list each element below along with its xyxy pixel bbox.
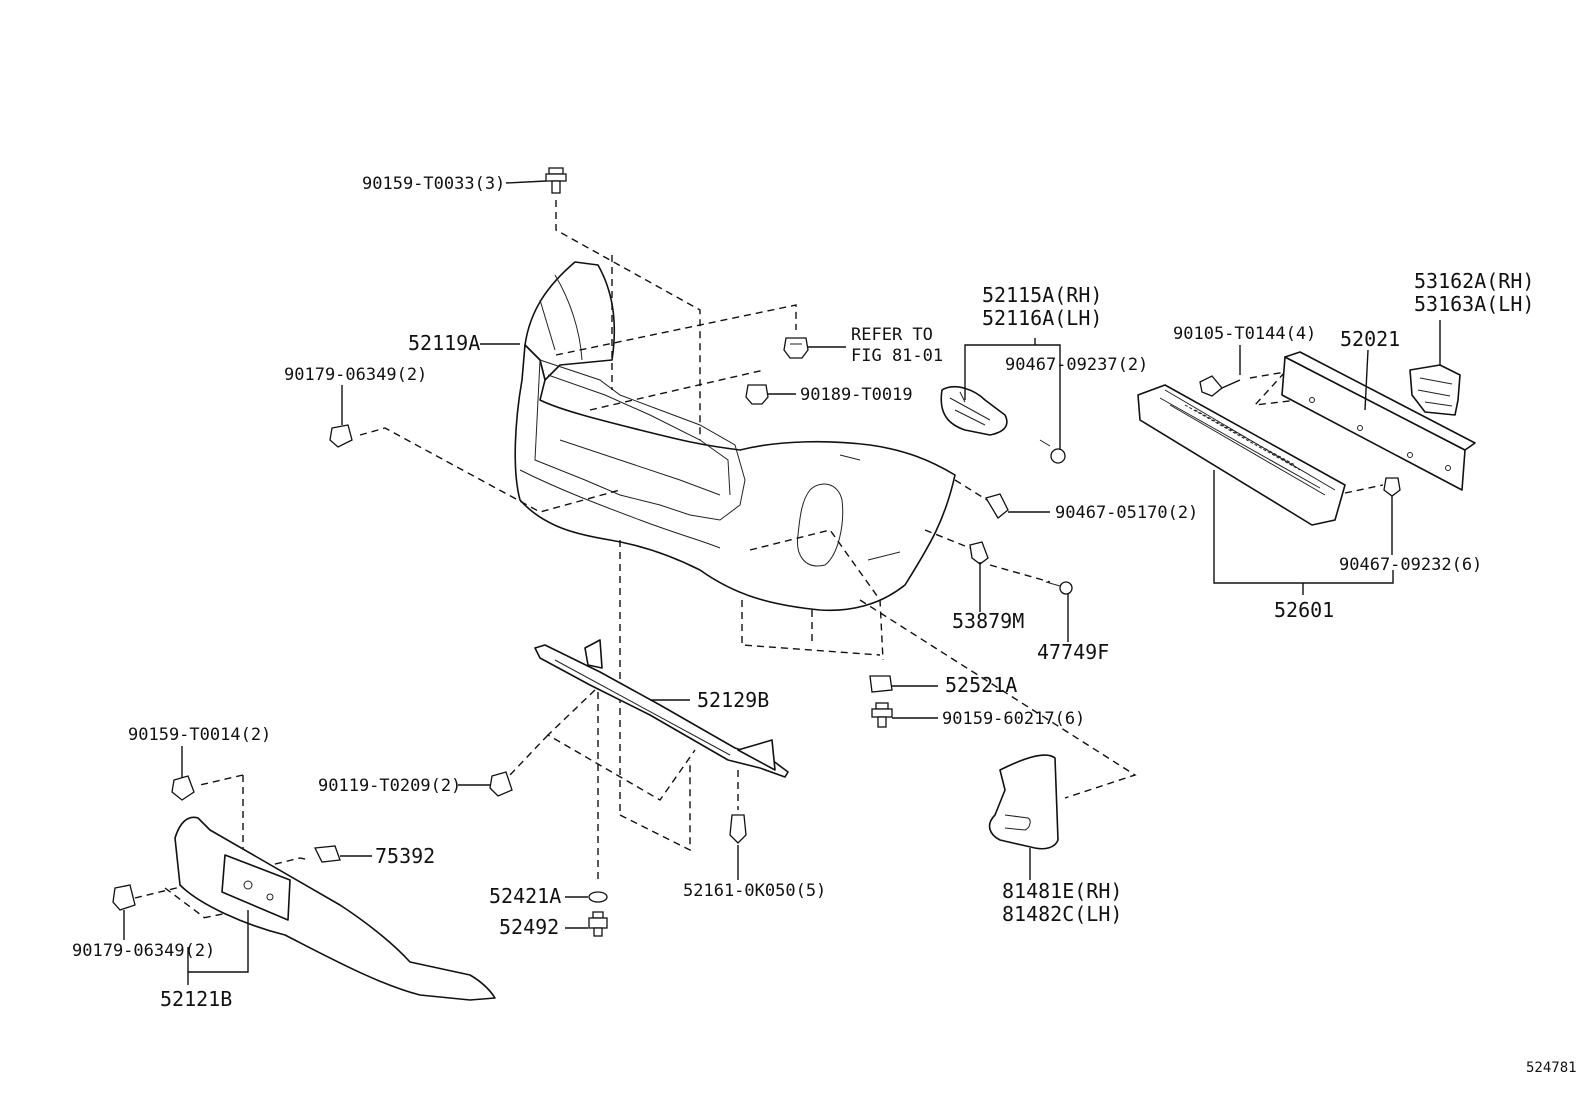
clip-refer-fig-icon[interactable] (783, 337, 809, 359)
label-90159-T0033: 90159-T0033(3) (362, 174, 505, 194)
bolt-90159-T0033-icon[interactable] (545, 167, 567, 194)
label-90119-T0209: 90119-T0209(2) (318, 776, 461, 796)
label-53162A: 53162A(RH) (1414, 269, 1534, 293)
clip-90467-05170-icon[interactable] (985, 493, 1009, 519)
screw-90467-09237-icon[interactable] (1039, 439, 1066, 464)
label-52129B: 52129B (697, 688, 769, 712)
bolt-90105-T0144-icon[interactable] (1199, 375, 1241, 397)
label-52601: 52601 (1274, 598, 1334, 622)
label-90179-06349-bottom: 90179-06349(2) (72, 941, 215, 961)
label-52161-0K050: 52161-0K050(5) (683, 881, 826, 901)
label-75392: 75392 (375, 844, 435, 868)
side-bracket-52115A[interactable] (940, 385, 1008, 436)
label-53879M: 53879M (952, 609, 1024, 633)
label-90467-09237: 90467-09237(2) (1005, 355, 1148, 375)
bumper-cover-52119A[interactable] (514, 261, 956, 612)
bolt-90119-T0209-icon[interactable] (489, 771, 513, 797)
hood-lock-bracket-53162A[interactable] (1409, 364, 1461, 416)
label-refer-fig: FIG 81-01 (851, 346, 943, 366)
clip-52161-0K050-icon[interactable] (729, 814, 747, 844)
bolt-90159-60217-icon[interactable] (871, 702, 893, 728)
lower-panel-52121B[interactable] (174, 816, 496, 1001)
bumper-absorber-52601[interactable] (1137, 384, 1346, 526)
bumper-reinforcement-52021[interactable] (1281, 351, 1476, 491)
lower-support-52129B[interactable] (534, 639, 789, 778)
label-90105-T0144: 90105-T0144(4) (1173, 324, 1316, 344)
label-52115A: 52115A(RH) (982, 283, 1102, 307)
diagram-id: 524781 (1526, 1060, 1577, 1076)
nut-90179-06349-top-icon[interactable] (329, 424, 353, 448)
label-refer-to: REFER TO (851, 325, 933, 345)
washer-52421A-icon[interactable] (588, 891, 608, 903)
label-90189-T0019: 90189-T0019 (800, 385, 913, 405)
label-90467-09232: 90467-09232(6) (1339, 555, 1482, 575)
label-52021: 52021 (1340, 327, 1400, 351)
label-90179-06349-top: 90179-06349(2) (284, 365, 427, 385)
label-90159-T0014: 90159-T0014(2) (128, 725, 271, 745)
clip-90467-09232-icon[interactable] (1383, 477, 1401, 497)
clip-47749F-icon[interactable] (1045, 581, 1073, 595)
label-52521A: 52521A (945, 673, 1017, 697)
label-52492: 52492 (499, 915, 559, 939)
bolt-90159-T0014-icon[interactable] (171, 775, 195, 801)
assembly-dashed-lines (134, 200, 1384, 919)
bolt-52492-icon[interactable] (588, 911, 608, 937)
label-81481E: 81481E(RH) (1002, 879, 1122, 903)
clip-90189-T0019-icon[interactable] (745, 384, 769, 405)
label-52121B: 52121B (160, 987, 232, 1011)
nut-52521A-icon[interactable] (869, 675, 893, 693)
label-52421A: 52421A (489, 884, 561, 908)
label-47749F: 47749F (1037, 640, 1109, 664)
label-52119A: 52119A (408, 331, 480, 355)
part-labels: 90159-T0033(3) 52119A 90179-06349(2) REF… (72, 174, 1577, 1076)
label-90467-05170: 90467-05170(2) (1055, 503, 1198, 523)
clip-75392-icon[interactable] (313, 845, 341, 863)
label-52116A: 52116A(LH) (982, 306, 1102, 330)
label-53163A: 53163A(LH) (1414, 292, 1534, 316)
leader-lines (123, 180, 1441, 985)
mudflap-81481E[interactable] (988, 754, 1059, 850)
label-90159-60217: 90159-60217(6) (942, 709, 1085, 729)
nut-90179-06349-bottom-icon[interactable] (112, 884, 136, 911)
label-81482C: 81482C(LH) (1002, 902, 1122, 926)
nut-53879M-icon[interactable] (969, 541, 989, 565)
